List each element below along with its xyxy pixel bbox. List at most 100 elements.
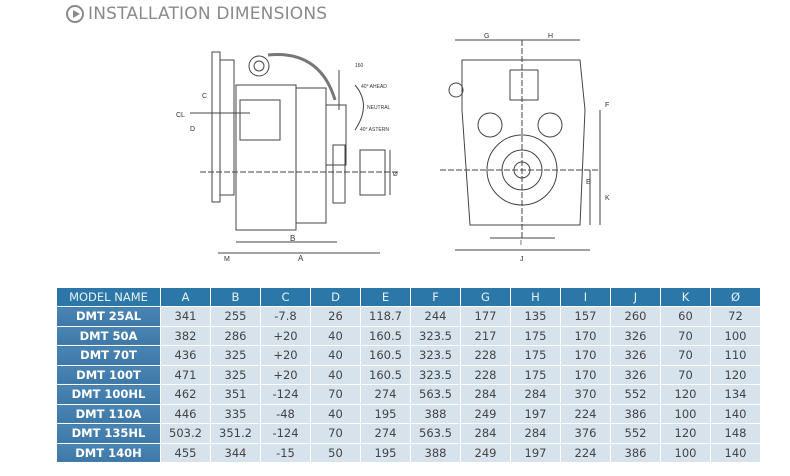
table-cell: 326 — [610, 364, 661, 385]
column-header: J — [610, 288, 661, 307]
label-d: D — [190, 126, 195, 133]
table-cell: 284 — [510, 423, 561, 443]
column-header: D — [310, 288, 361, 307]
label-f: F — [605, 102, 609, 109]
table-cell: 249 — [460, 442, 511, 462]
table-cell: 325 — [210, 364, 261, 385]
table-cell: 228 — [460, 345, 511, 365]
table-cell: 224 — [560, 403, 611, 424]
table-cell: -124 — [260, 384, 311, 404]
column-header: F — [410, 288, 461, 307]
table-cell: 284 — [460, 384, 511, 404]
table-cell: 274 — [360, 423, 411, 443]
table-cell: 148 — [710, 423, 761, 443]
table-cell: 552 — [610, 384, 661, 404]
table-cell: 170 — [560, 325, 611, 346]
model-name-cell: DMT 135HL — [57, 423, 161, 443]
table-cell: 170 — [560, 364, 611, 385]
table-cell: +20 — [260, 364, 311, 385]
table-cell: 70 — [310, 384, 361, 404]
table-cell: 195 — [360, 442, 411, 462]
table-cell: 351 — [210, 384, 261, 404]
table-cell: 552 — [610, 423, 661, 443]
table-cell: 370 — [560, 384, 611, 404]
column-header: K — [660, 288, 711, 307]
table-cell: 386 — [610, 403, 661, 424]
label-neutral: NEUTRAL — [367, 105, 391, 111]
table-cell: 40 — [310, 345, 361, 365]
table-cell: 70 — [660, 345, 711, 365]
table-cell: 217 — [460, 325, 511, 346]
table-cell: -48 — [260, 403, 311, 424]
table-cell: 446 — [160, 403, 211, 424]
label-i: I — [520, 240, 522, 247]
table-cell: 284 — [510, 384, 561, 404]
table-cell: 160.5 — [360, 345, 411, 365]
model-name-cell: DMT 140H — [57, 442, 161, 462]
table-cell: +20 — [260, 345, 311, 365]
table-cell: 471 — [160, 364, 211, 385]
label-ahead: 40° AHEAD — [361, 84, 387, 90]
label-j: J — [520, 256, 524, 263]
table-cell: 326 — [610, 325, 661, 346]
label-g: G — [484, 33, 489, 40]
table-cell: 72 — [710, 306, 761, 326]
table-cell: 195 — [360, 403, 411, 424]
column-header: H — [510, 288, 561, 307]
table-cell: 70 — [660, 364, 711, 385]
table-cell: 335 — [210, 403, 261, 424]
table-cell: 323.5 — [410, 325, 461, 346]
column-header: Ø — [710, 288, 761, 307]
installation-drawings: C CL D M A B 160 40° AHEAD NEUTRAL 40° A… — [176, 33, 610, 263]
table-cell: 388 — [410, 442, 461, 462]
table-cell: 249 — [460, 403, 511, 424]
table-cell: 100 — [660, 403, 711, 424]
table-cell: -124 — [260, 423, 311, 443]
table-cell: 563.5 — [410, 423, 461, 443]
label-h: H — [548, 33, 553, 40]
side-view-drawing: C CL D M A B 160 40° AHEAD NEUTRAL 40° A… — [176, 51, 400, 263]
table-cell: 197 — [510, 403, 561, 424]
table-cell: 50 — [310, 442, 361, 462]
model-name-cell: DMT 25AL — [57, 306, 161, 326]
table-cell: 100 — [660, 442, 711, 462]
column-header: I — [560, 288, 611, 307]
table-cell: 120 — [710, 364, 761, 385]
table-cell: 244 — [410, 306, 461, 326]
table-cell: 100 — [710, 325, 761, 346]
table-cell: 344 — [210, 442, 261, 462]
model-name-cell: DMT 100T — [57, 364, 161, 385]
table-cell: 274 — [360, 384, 411, 404]
label-phi: Ø — [393, 172, 398, 178]
table-cell: 118.7 — [360, 306, 411, 326]
table-cell: 323.5 — [410, 345, 461, 365]
arrow-circle-right-icon — [66, 5, 84, 23]
column-header: A — [160, 288, 211, 307]
table-cell: 284 — [460, 423, 511, 443]
model-name-cell: DMT 100HL — [57, 384, 161, 404]
table-cell: 260 — [610, 306, 661, 326]
column-header: MODEL NAME — [57, 288, 161, 307]
table-cell: 120 — [660, 384, 711, 404]
table-cell: 26 — [310, 306, 361, 326]
table-cell: 376 — [560, 423, 611, 443]
table-cell: 70 — [310, 423, 361, 443]
table-cell: 563.5 — [410, 384, 461, 404]
table-cell: 197 — [510, 442, 561, 462]
table-cell: 228 — [460, 364, 511, 385]
table-cell: 455 — [160, 442, 211, 462]
table-cell: 175 — [510, 345, 561, 365]
table-cell: 160.5 — [360, 364, 411, 385]
table-cell: 160.5 — [360, 325, 411, 346]
label-c: C — [202, 93, 207, 100]
table-cell: 436 — [160, 345, 211, 365]
label-a: A — [298, 254, 304, 263]
